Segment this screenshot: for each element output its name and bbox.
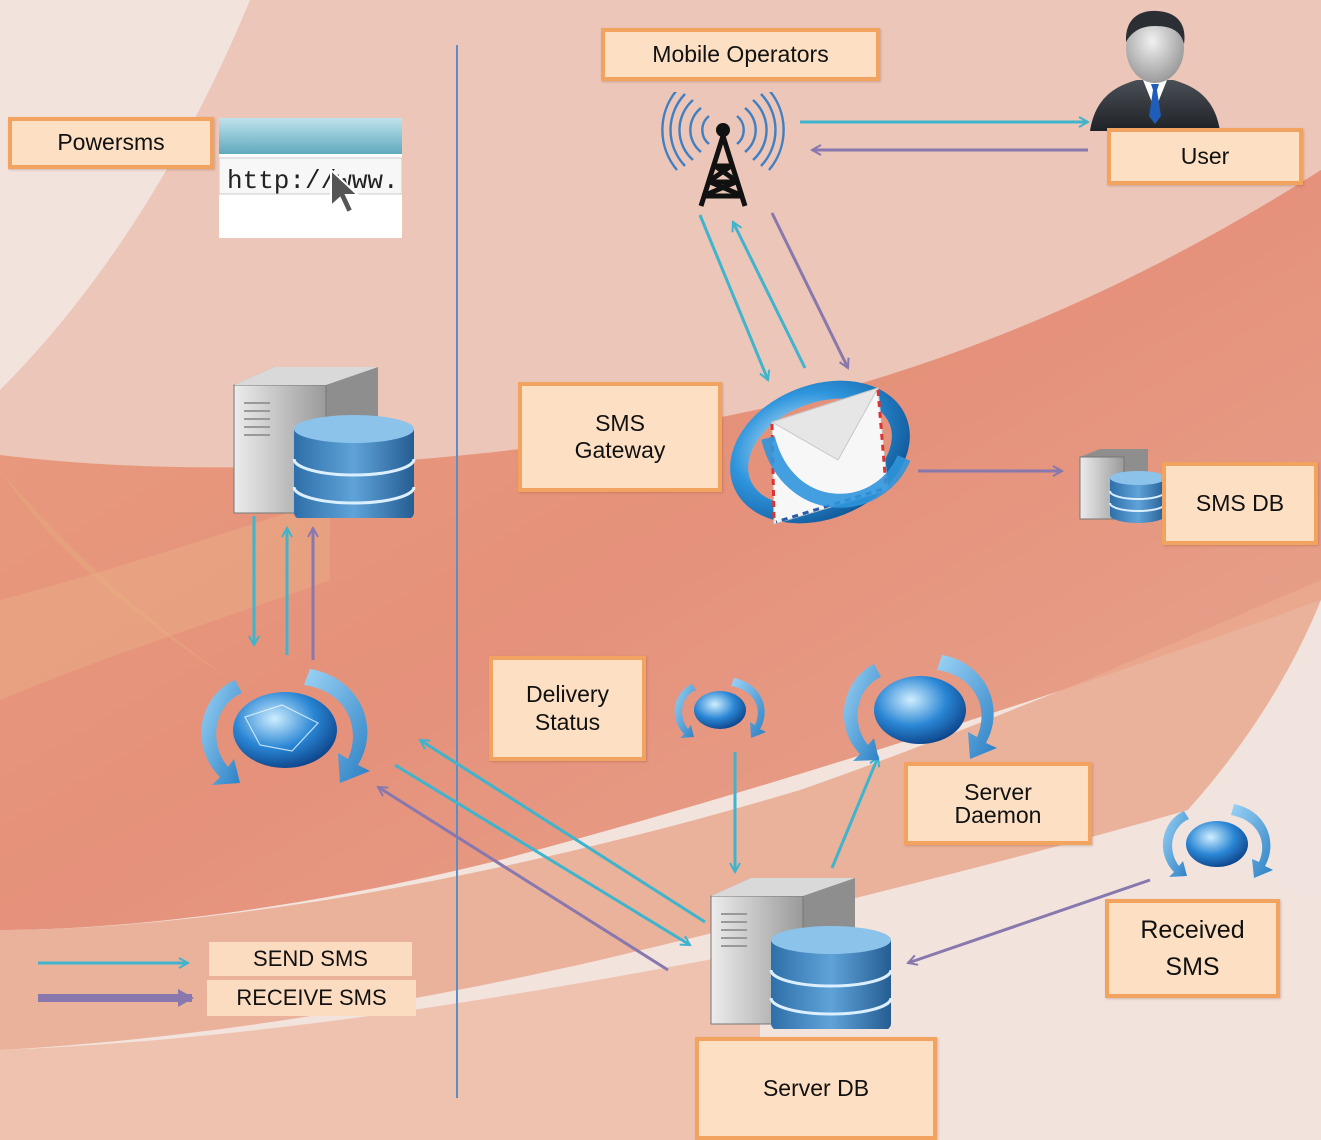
- server-daemon-globe-icon: [843, 655, 997, 761]
- arrow-received-to-serverdb: [908, 878, 1151, 963]
- arrow-serverdb-to-globe: [420, 738, 706, 924]
- legend-send-text: SEND SMS: [253, 946, 368, 971]
- arrow-serverdb-to-daemon: [830, 757, 878, 869]
- powersms-globe-icon: [201, 669, 370, 785]
- user-label: User: [1107, 128, 1303, 185]
- sms-gateway-label: SMS Gateway: [518, 382, 722, 492]
- arrow-tower-to-gateway-receive: [770, 212, 848, 368]
- legend-send-sms: SEND SMS: [209, 942, 412, 976]
- server-db-text: Server DB: [762, 1074, 870, 1101]
- arrow-tower-to-gateway: [698, 214, 768, 380]
- sms-db-label: SMS DB: [1162, 462, 1318, 545]
- server-db-label: Server DB: [695, 1037, 937, 1140]
- cell-tower-icon: [661, 92, 785, 207]
- sms-db-text: SMS DB: [1195, 489, 1285, 516]
- businessman-avatar-icon: [1090, 10, 1220, 131]
- sms-gateway-text-line1: SMS: [595, 409, 645, 436]
- arrow-gateway-to-tower: [733, 222, 807, 369]
- server-database-icon: [233, 367, 416, 518]
- delivery-globe-icon: [674, 678, 766, 738]
- server-daemon-text-line2: Daemon: [954, 801, 1042, 828]
- sms-db-server-icon: [1079, 449, 1166, 523]
- received-sms-text-line1: Received: [1140, 916, 1245, 945]
- sms-gateway-text-line2: Gateway: [574, 437, 666, 463]
- arrow-serverdb-to-globe-receive: [378, 785, 669, 972]
- legend-receive-text: RECEIVE SMS: [236, 985, 387, 1010]
- received-sms-globe-icon: [1162, 804, 1273, 878]
- server-daemon-text-line1: Server: [964, 778, 1032, 805]
- legend-receive-sms: RECEIVE SMS: [207, 980, 416, 1016]
- powersms-text: Powersms: [57, 129, 165, 156]
- received-sms-text-line2: SMS: [1165, 952, 1220, 981]
- browser-url-text: http://www.: [227, 166, 399, 196]
- mobile-operators-text: Mobile Operators: [652, 40, 829, 67]
- browser-url-icon: http://www.: [219, 118, 402, 238]
- email-ring-icon: [730, 380, 911, 525]
- delivery-status-text-line2: Status: [534, 708, 601, 735]
- delivery-status-label: Delivery Status: [489, 656, 646, 761]
- server-db-icon: [710, 878, 893, 1029]
- received-sms-label: Received SMS: [1105, 899, 1280, 998]
- mobile-operators-label: Mobile Operators: [601, 28, 880, 81]
- user-text: User: [1180, 142, 1230, 169]
- arrow-globe-to-serverdb: [394, 763, 690, 947]
- delivery-status-text-line1: Delivery: [525, 681, 610, 708]
- server-daemon-label: Server Daemon: [904, 762, 1092, 845]
- powersms-label: Powersms: [8, 117, 214, 169]
